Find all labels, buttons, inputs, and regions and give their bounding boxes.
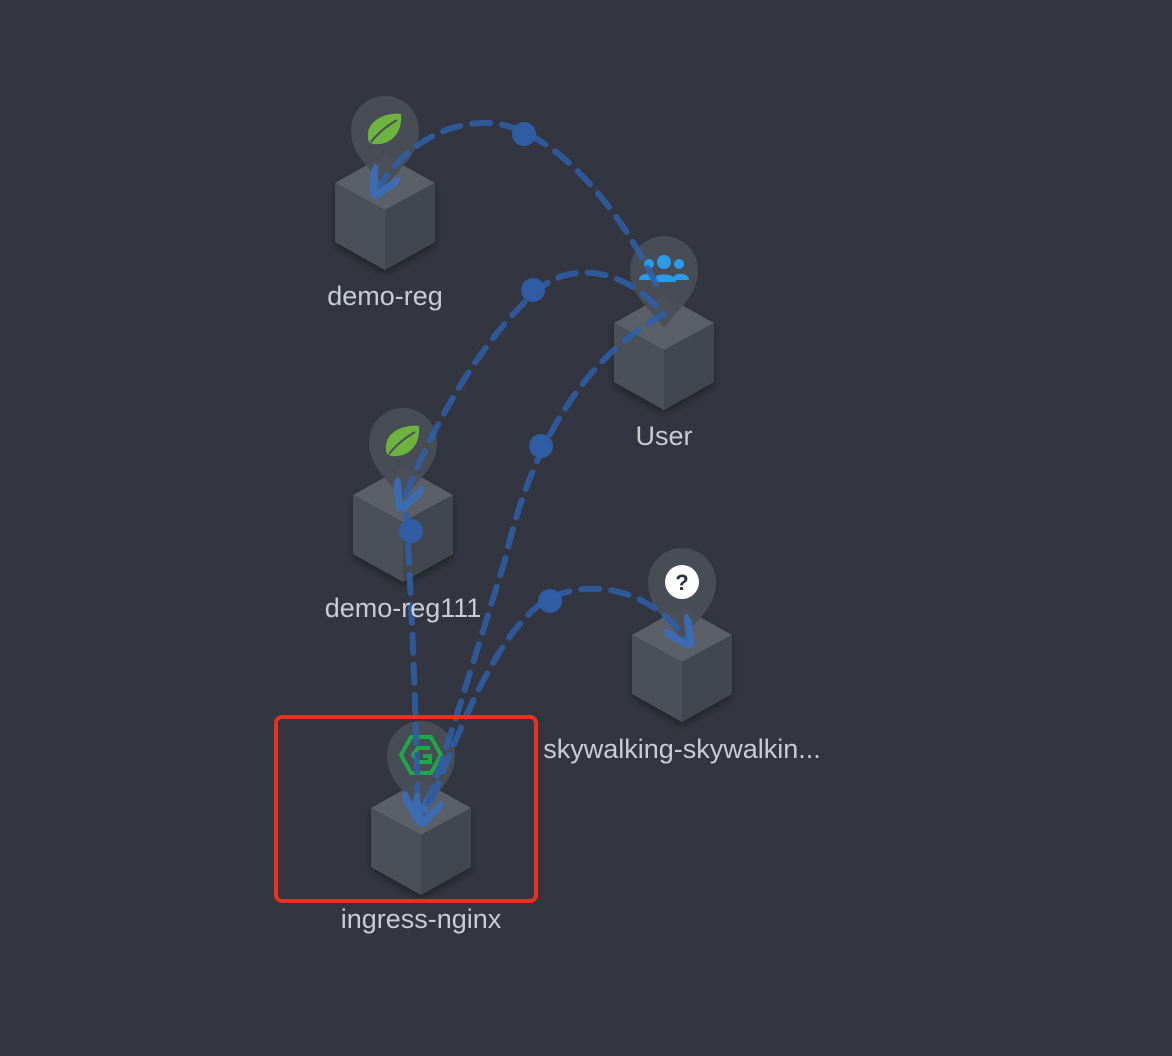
node-label-demo-reg: demo-reg	[327, 281, 443, 311]
node-label-ingress-nginx: ingress-nginx	[340, 904, 502, 934]
edge-user-demo-reg111[interactable]	[402, 269, 659, 505]
cube-icon	[335, 155, 435, 270]
edge-user-demo-reg[interactable]	[376, 119, 659, 287]
edge-demo-reg111-ingress[interactable]	[406, 512, 418, 815]
edge-dot[interactable]	[399, 519, 423, 543]
node-pin	[630, 236, 698, 328]
node-demo-reg[interactable]	[335, 96, 435, 270]
edge-dot[interactable]	[521, 278, 545, 302]
node-user[interactable]	[614, 236, 714, 410]
unknown-question-icon: ?	[665, 565, 699, 599]
users-icon	[639, 255, 689, 282]
spring-leaf-icon	[367, 113, 402, 145]
node-pin	[369, 408, 437, 500]
highlight-box	[274, 715, 538, 903]
edge-dot[interactable]	[538, 589, 562, 613]
spring-leaf-icon	[385, 425, 420, 457]
node-skywalking[interactable]: ?	[632, 548, 732, 722]
svg-text:?: ?	[675, 570, 688, 595]
edge-dots	[399, 122, 562, 613]
node-pin	[351, 96, 419, 188]
edge-dot[interactable]	[512, 122, 536, 146]
edge-dot[interactable]	[529, 434, 553, 458]
edge-user-ingress[interactable]	[422, 311, 667, 820]
node-label-skywalking: skywalking-skywalkin...	[543, 734, 821, 764]
node-label-user: User	[635, 421, 693, 451]
node-label-demo-reg111: demo-reg111	[324, 593, 482, 623]
